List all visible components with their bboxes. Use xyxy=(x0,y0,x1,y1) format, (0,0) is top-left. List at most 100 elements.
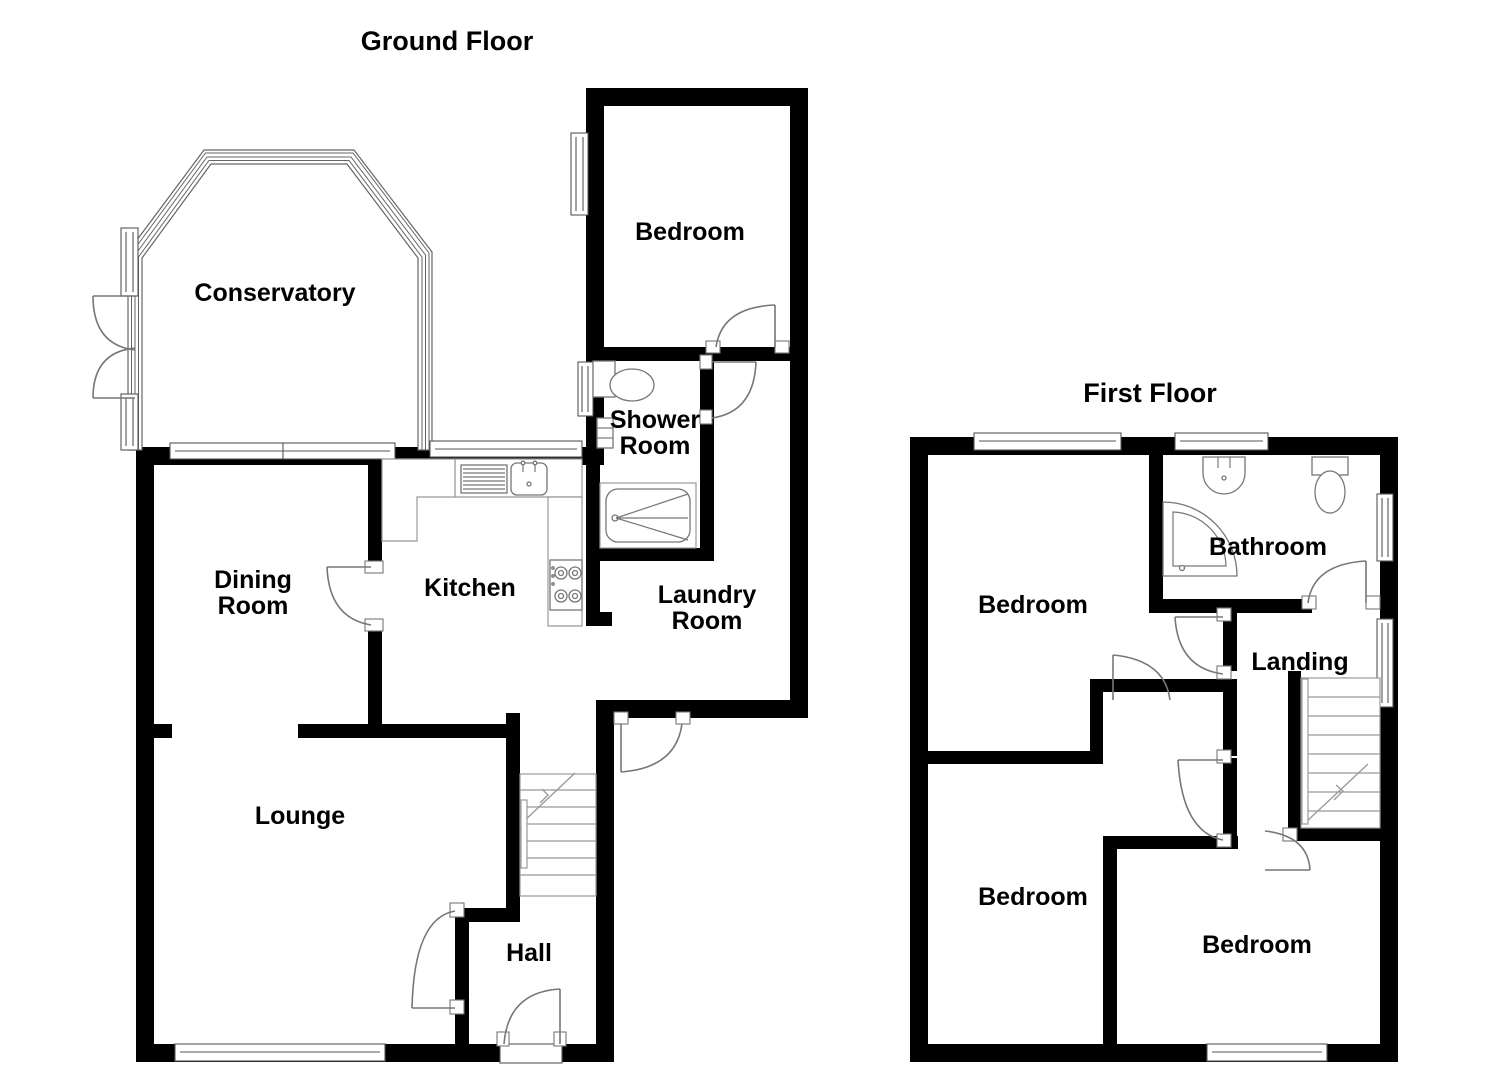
wall-lounge-hall-vertical xyxy=(506,713,520,915)
wall-bed1-alcove-right xyxy=(1223,679,1237,756)
conservatory-door-arc-bottom[interactable] xyxy=(92,347,136,399)
sink-tap-head-1 xyxy=(520,460,526,466)
room-label-conservatory: Conservatory xyxy=(194,279,355,307)
conservatory-structure xyxy=(92,149,433,460)
shower-quadrant-drain xyxy=(1178,564,1186,572)
conservatory-glazing xyxy=(127,149,433,451)
wash-basin-drain xyxy=(1221,475,1227,481)
room-label-bedroom3: Bedroom xyxy=(1202,931,1312,959)
first-floor-doors xyxy=(1112,560,1381,871)
dining-kitchen-door-arc[interactable] xyxy=(326,566,372,626)
shower-tray-fan-1 xyxy=(615,493,689,519)
wall-bed1-alcove-left xyxy=(1090,679,1103,751)
wall-bathroom-bottom xyxy=(1149,599,1312,613)
lounge-hall-jamb-a xyxy=(449,902,465,918)
ground-floor-windows xyxy=(174,132,594,1062)
wall-bed3-top xyxy=(1103,836,1238,849)
room-label-lounge: Lounge xyxy=(255,802,345,830)
sink-bowl xyxy=(510,462,548,496)
bathroom-fixtures xyxy=(1162,456,1349,577)
ground-floor-title: Ground Floor xyxy=(361,26,534,56)
lounge-hall-jamb-b xyxy=(449,999,465,1015)
front-door-arc[interactable] xyxy=(503,988,561,1045)
wall-hall-left-vertical xyxy=(455,908,469,1044)
bedroom3-door-jamb-b xyxy=(1216,833,1232,848)
bedroom1-door-arc[interactable] xyxy=(1174,616,1224,675)
wall-dining-kitchen-upper xyxy=(368,447,382,567)
bedroom-door-jamb-a xyxy=(705,340,721,354)
wall-dining-kitchen-lower xyxy=(368,625,382,737)
ground-stair-up-arrow xyxy=(539,788,549,804)
hob-knob-1 xyxy=(551,566,555,570)
wall-kitchen-laundry-stub xyxy=(586,612,612,626)
alcove-door-arc[interactable] xyxy=(1112,654,1171,701)
hob-ring-4-inner xyxy=(571,592,579,600)
wc-pan-first xyxy=(1314,470,1346,514)
shower-room-fixtures xyxy=(592,360,655,449)
room-label-laundry-line1: Laundry xyxy=(658,581,757,609)
shower-tray xyxy=(605,488,691,543)
wall-bed1-alcove-top xyxy=(1090,679,1237,692)
shower-door-arc[interactable] xyxy=(711,361,757,419)
conservatory-window-upper xyxy=(120,227,139,297)
ground-bedroom-window xyxy=(570,132,589,216)
bathroom-side-window xyxy=(1376,493,1394,562)
first-stair-direction-line xyxy=(1304,763,1369,824)
bedroom3-door-arc[interactable] xyxy=(1177,759,1224,841)
lounge-hall-door-arc[interactable] xyxy=(411,910,456,1009)
bedroom1-door-jamb-b xyxy=(1216,665,1232,680)
first-stair-body xyxy=(1300,677,1381,829)
wall-shower-laundry-divider xyxy=(596,548,714,561)
laundry-fixtures xyxy=(599,482,697,549)
room-label-kitchen: Kitchen xyxy=(424,574,516,602)
hob-ring-2-inner xyxy=(571,569,579,577)
wall-landing-left-upper xyxy=(1223,613,1237,671)
wall-bed2-bed3-divider xyxy=(1103,836,1117,1044)
dining-kitchen-jamb-b xyxy=(364,618,384,632)
kitchen-drainer xyxy=(460,464,508,494)
bathroom-door-jamb-b xyxy=(1365,595,1381,610)
hall-laundry-door-arc[interactable] xyxy=(620,723,683,773)
wall-bedroom-shower-divider xyxy=(586,347,790,361)
hob-ring-3-inner xyxy=(557,592,565,600)
drainer-board xyxy=(460,464,508,494)
shower-room-unit xyxy=(596,417,614,449)
kitchen-hob xyxy=(549,559,583,611)
ground-stair-direction-line xyxy=(521,772,576,824)
bedroom3-door-jamb-a xyxy=(1216,749,1232,764)
hob-knob-3 xyxy=(551,582,555,586)
wall-bed3-upper-right xyxy=(1223,758,1237,848)
bedroom1-door-jamb-a xyxy=(1216,607,1232,622)
kitchen-sink xyxy=(510,460,548,496)
conservatory-window-lower xyxy=(120,393,139,451)
shower-door-jamb-b xyxy=(699,409,713,425)
bathroom-door-arc[interactable] xyxy=(1307,560,1367,604)
ground-stair-body xyxy=(519,773,597,897)
front-door-jamb-a xyxy=(496,1031,510,1047)
bedroom3-inner-arc[interactable] xyxy=(1264,830,1311,871)
ground-floor-interior xyxy=(154,106,790,1044)
bedroom-door-arc[interactable] xyxy=(715,304,776,348)
wall-bed1-bed2-divider xyxy=(928,751,1103,764)
first-staircase xyxy=(1300,677,1381,829)
wall-bed1-bathroom-vertical xyxy=(1149,437,1163,612)
room-label-hall: Hall xyxy=(506,939,552,967)
room-label-laundry-line2: Room xyxy=(672,607,743,635)
ground-stair-handrail xyxy=(520,799,528,869)
wc-pan-ground xyxy=(609,368,655,402)
room-label-ground-bedroom: Bedroom xyxy=(635,218,745,246)
hob-knob-2 xyxy=(551,574,555,578)
wall-shower-room-right xyxy=(700,347,714,561)
sink-tap-head-2 xyxy=(532,460,538,466)
hall-laundry-jamb-b xyxy=(675,711,691,725)
shower-tray-fan-3 xyxy=(615,517,689,541)
room-label-bedroom2: Bedroom xyxy=(978,883,1088,911)
bedroom3-inner-jamb xyxy=(1282,827,1298,842)
ground-floor-group: Ground Floor xyxy=(92,26,808,1064)
kitchen-worktop-left xyxy=(381,458,456,542)
shower-quadrant xyxy=(1162,501,1238,577)
first-floor-windows xyxy=(973,432,1394,1062)
wall-stairwell-left xyxy=(1288,671,1301,841)
